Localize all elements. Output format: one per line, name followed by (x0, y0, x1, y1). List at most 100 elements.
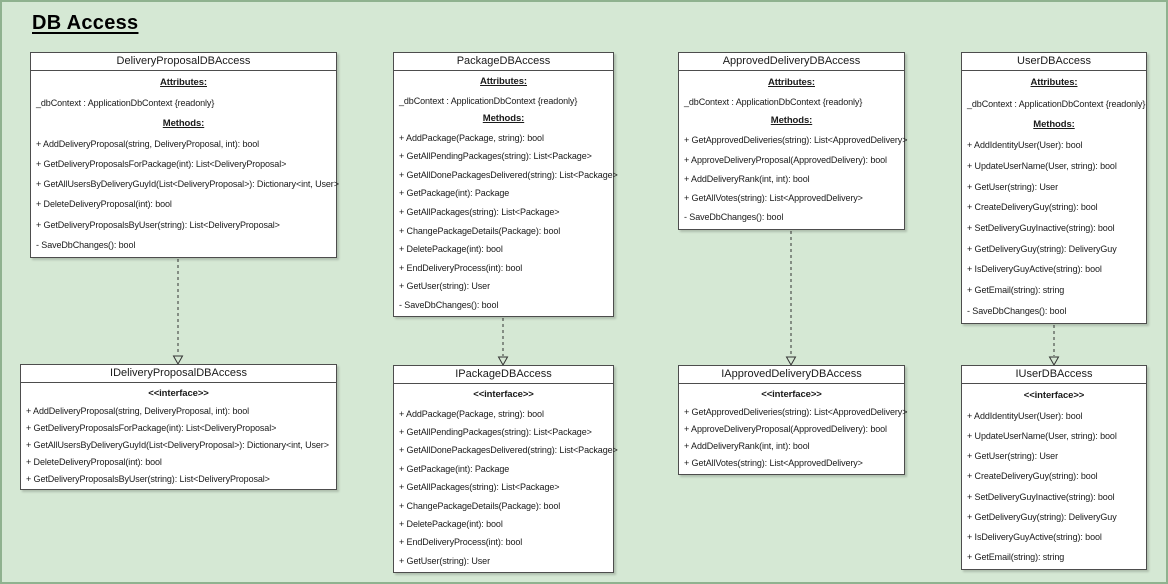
method-row: + CreateDeliveryGuy(string): bool (967, 202, 1098, 213)
interface-members: <<interface>> + AddIdentityUser(User): bo… (962, 384, 1146, 569)
attributes-heading: Attributes: (480, 76, 527, 88)
method-row: + AddDeliveryRank(int, int): bool (684, 173, 810, 184)
attributes-heading: Attributes: (768, 76, 815, 88)
method-row: + GetDeliveryProposalsForPackage(int): L… (26, 422, 277, 433)
method-row: + GetAllVotes(string): List<ApprovedDeli… (684, 193, 863, 204)
method-row: + GetAllDonePackagesDelivered(string): L… (399, 169, 618, 180)
class-box-approved-delivery-db-access: ApprovedDeliveryDBAccess Attributes: _dbC… (678, 52, 908, 230)
method-row: + ApproveDeliveryProposal(ApprovedDelive… (684, 154, 887, 165)
class-members: Attributes: _dbContext : ApplicationDbCon… (31, 71, 339, 257)
method-row: + UpdateUserName(User, string): bool (967, 160, 1117, 171)
method-row: + GetEmail(string): string (967, 551, 1065, 562)
method-row: - SaveDbChanges(): bool (399, 299, 499, 310)
method-row: + GetAllPendingPackages(string): List<Pa… (399, 426, 592, 437)
method-row: + GetAllPendingPackages(string): List<Pa… (399, 151, 592, 162)
method-row: + AddDeliveryProposal(string, DeliveryPr… (26, 405, 250, 416)
method-row: + GetApprovedDeliveries(string): List<Ap… (684, 406, 908, 417)
method-row: + AddIdentityUser(User): bool (967, 140, 1083, 151)
method-row: - SaveDbChanges(): bool (967, 305, 1067, 316)
method-row: + EndDeliveryProcess(int): bool (399, 262, 523, 273)
interface-members: <<interface>> + AddDeliveryProposal(strin… (21, 383, 336, 489)
interface-box-iapproved-delivery-db-access: IApprovedDeliveryDBAccess <<interface>> +… (678, 365, 908, 475)
class-box-user-db-access: UserDBAccess Attributes: _dbContext : App… (961, 52, 1147, 324)
stereotype-label: <<interface>> (1023, 390, 1085, 402)
method-row: + DeletePackage(int): bool (399, 244, 503, 255)
class-name: PackageDBAccess (394, 53, 613, 71)
method-row: + GetDeliveryGuy(string): DeliveryGuy (967, 243, 1117, 254)
realization-arrow-approved-delivery (785, 231, 797, 367)
method-row: + GetAllUsersByDeliveryGuyId(List<Delive… (26, 439, 329, 450)
methods-heading: Methods: (162, 117, 205, 129)
method-row: + GetUser(string): User (399, 281, 490, 292)
method-row: - SaveDbChanges(): bool (36, 239, 136, 250)
method-row: - SaveDbChanges(): bool (684, 212, 784, 223)
method-row: + AddIdentityUser(User): bool (967, 411, 1083, 422)
method-row: + DeleteDeliveryProposal(int): bool (26, 456, 162, 467)
method-row: + AddPackage(Package, string): bool (399, 132, 544, 143)
method-row: + GetAllUsersByDeliveryGuyId(List<Delive… (36, 179, 339, 190)
attribute-row: _dbContext : ApplicationDbContext {reado… (399, 95, 578, 106)
stereotype-label: <<interface>> (761, 388, 822, 400)
method-row: + GetDeliveryGuy(string): DeliveryGuy (967, 511, 1117, 522)
method-row: + GetUser(string): User (399, 555, 490, 566)
method-row: + ChangePackageDetails(Package): bool (399, 225, 561, 236)
method-row: + UpdateUserName(User, string): bool (967, 431, 1117, 442)
method-row: + SetDeliveryGuyInactive(string): bool (967, 222, 1115, 233)
method-row: + GetUser(string): User (967, 451, 1058, 462)
method-row: + DeletePackage(int): bool (399, 518, 503, 529)
method-row: + GetAllDonePackagesDelivered(string): L… (399, 445, 618, 456)
interface-box-idelivery-proposal-db-access: IDeliveryProposalDBAccess <<interface>>+… (20, 364, 337, 490)
interface-box-ipackage-db-access: IPackageDBAccess <<interface>> + AddPacka… (393, 365, 618, 573)
class-name: UserDBAccess (962, 53, 1146, 71)
method-row: + GetPackage(int): Package (399, 463, 510, 474)
method-row: + GetPackage(int): Package (399, 188, 510, 199)
interface-box-iuser-db-access: IUserDBAccess <<interface>> + AddIdentity… (961, 365, 1147, 570)
method-row: + CreateDeliveryGuy(string): bool (967, 471, 1098, 482)
interface-members: <<interface>> + GetApprovedDeliveries(str… (679, 384, 908, 474)
attributes-heading: Attributes: (160, 77, 207, 89)
method-row: + GetApprovedDeliveries(string): List<Ap… (684, 135, 908, 146)
class-box-package-db-access: PackageDBAccess Attributes: _dbContext : … (393, 52, 618, 317)
method-row: + GetAllPackages(string): List<Package> (399, 482, 560, 493)
realization-arrow-package (497, 318, 509, 367)
stereotype-label: <<interface>> (148, 387, 209, 399)
method-row: + AddPackage(Package, string): bool (399, 408, 544, 419)
method-row: + GetDeliveryProposalsByUser(string): Li… (36, 219, 280, 230)
methods-heading: Methods: (482, 113, 525, 125)
class-members: Attributes: _dbContext : ApplicationDbCon… (679, 71, 908, 229)
method-row: + GetUser(string): User (967, 181, 1058, 192)
stereotype-label: <<interface>> (473, 389, 534, 401)
method-row: + IsDeliveryGuyActive(string): bool (967, 264, 1102, 275)
method-row: + EndDeliveryProcess(int): bool (399, 537, 523, 548)
method-row: + GetEmail(string): string (967, 284, 1065, 295)
method-row: + GetAllVotes(string): List<ApprovedDeli… (684, 458, 863, 469)
class-box-delivery-proposal-db-access: DeliveryProposalDBAccess Attributes: _dbC… (30, 52, 339, 258)
class-members: Attributes: _dbContext : ApplicationDbCon… (394, 71, 618, 316)
class-members: Attributes: _dbContext : ApplicationDbCon… (962, 71, 1146, 323)
methods-heading: Methods: (1033, 118, 1075, 130)
method-row: + GetDeliveryProposalsByUser(string): Li… (26, 473, 270, 484)
method-row: + DeleteDeliveryProposal(int): bool (36, 199, 172, 210)
page-title: DB Access (32, 12, 139, 34)
attributes-heading: Attributes: (1030, 77, 1078, 89)
method-row: + GetAllPackages(string): List<Package> (399, 206, 560, 217)
attribute-row: _dbContext : ApplicationDbContext {reado… (36, 98, 215, 109)
method-row: + ChangePackageDetails(Package): bool (399, 500, 561, 511)
method-row: + SetDeliveryGuyInactive(string): bool (967, 491, 1115, 502)
attribute-row: _dbContext : ApplicationDbContext {reado… (967, 98, 1146, 109)
method-row: + AddDeliveryProposal(string, DeliveryPr… (36, 138, 260, 149)
method-row: + ApproveDeliveryProposal(ApprovedDelive… (684, 423, 887, 434)
class-name: ApprovedDeliveryDBAccess (679, 53, 904, 71)
interface-name: IUserDBAccess (962, 366, 1146, 384)
method-row: + AddDeliveryRank(int, int): bool (684, 441, 810, 452)
interface-members: <<interface>> + AddPackage(Package, strin… (394, 384, 618, 572)
methods-heading: Methods: (770, 115, 813, 127)
attribute-row: _dbContext : ApplicationDbContext {reado… (684, 96, 863, 107)
interface-name: IPackageDBAccess (394, 366, 613, 384)
interface-name: IApprovedDeliveryDBAccess (679, 366, 904, 384)
method-row: + IsDeliveryGuyActive(string): bool (967, 531, 1102, 542)
class-name: DeliveryProposalDBAccess (31, 53, 336, 71)
method-row: + GetDeliveryProposalsForPackage(int): L… (36, 158, 287, 169)
realization-arrow-delivery-proposal (172, 259, 184, 366)
